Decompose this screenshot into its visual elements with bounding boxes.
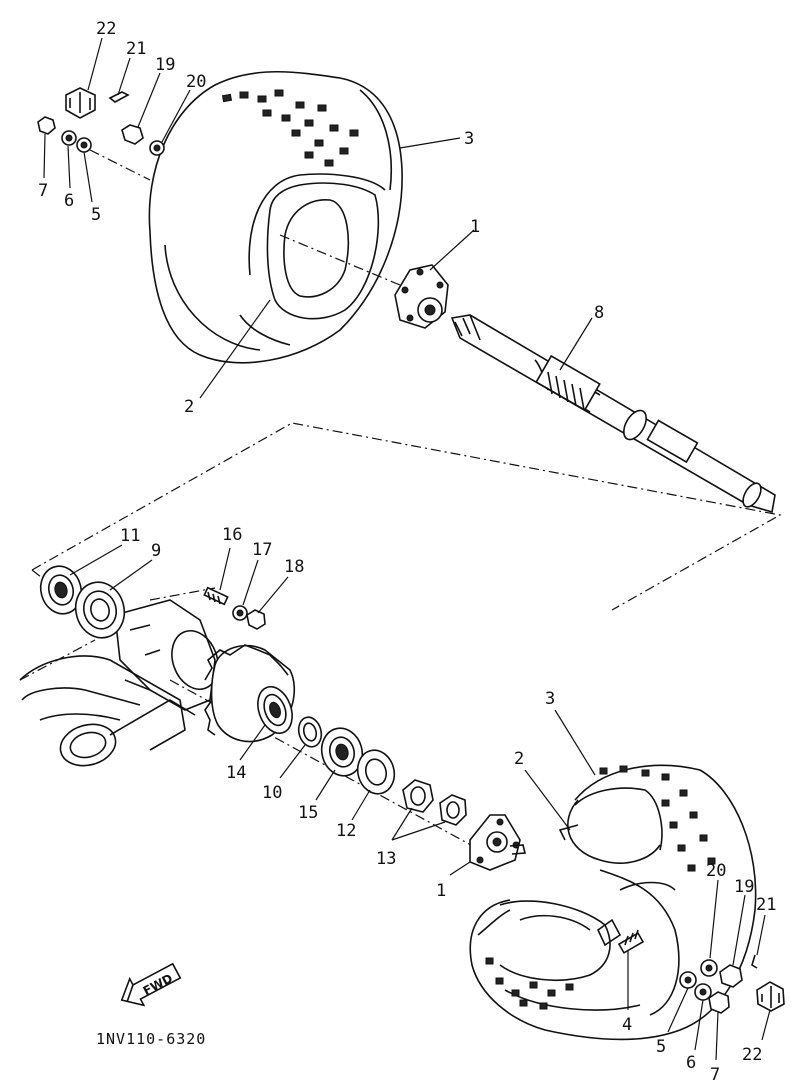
callout-18: 18 <box>284 557 304 577</box>
hub-upper <box>394 264 449 329</box>
callout-15: 15 <box>298 803 318 823</box>
callout-labels: 22 21 19 20 3 7 6 5 1 8 2 11 9 16 17 18 … <box>38 19 776 1085</box>
callout-8: 8 <box>594 303 604 323</box>
hardware-lower <box>679 954 785 1014</box>
callout-6-lower: 6 <box>686 1053 696 1073</box>
callout-22-upper: 22 <box>96 19 116 39</box>
callout-7-lower: 7 <box>710 1065 720 1085</box>
callout-22-lower: 22 <box>742 1045 762 1065</box>
tire-upper <box>148 70 403 364</box>
callout-3-lower: 3 <box>545 689 555 709</box>
callout-16: 16 <box>222 525 242 545</box>
bearing-10 <box>297 716 323 748</box>
callout-19-upper: 19 <box>155 55 175 75</box>
callout-10: 10 <box>262 783 282 803</box>
nut-19-upper <box>121 124 144 145</box>
cotter-pin-lower <box>751 954 758 969</box>
callout-1-lower: 1 <box>436 881 446 901</box>
tire-lower <box>469 764 757 1041</box>
bearing-housing <box>204 644 296 743</box>
callout-20-upper: 20 <box>186 72 206 92</box>
seal-11 <box>39 565 83 615</box>
bearing-15 <box>320 727 364 777</box>
fwd-arrow-icon <box>120 962 182 1007</box>
nut-18 <box>246 609 266 630</box>
callout-11: 11 <box>120 526 140 546</box>
locknut-13 <box>402 779 467 826</box>
callout-21-upper: 21 <box>126 39 146 59</box>
callout-12: 12 <box>336 821 356 841</box>
wheel-bolt-4 <box>617 929 645 954</box>
tread-blocks-lower <box>485 765 716 1010</box>
leader-lines <box>43 37 771 1061</box>
stud-16 <box>203 586 229 606</box>
tread-blocks-upper <box>221 89 359 167</box>
callout-20-lower: 20 <box>706 861 726 881</box>
nut-7-lower <box>708 991 730 1014</box>
callout-1-upper: 1 <box>470 217 480 237</box>
assembly-frame-lines <box>19 149 782 851</box>
seal-12 <box>356 749 396 795</box>
callout-14: 14 <box>226 763 246 783</box>
callout-6-upper: 6 <box>64 191 74 211</box>
diagram-code: 1NV110-6320 <box>96 1030 206 1048</box>
callout-19-lower: 19 <box>734 877 754 897</box>
nut-19-lower <box>719 964 743 988</box>
hardware-upper <box>37 87 165 156</box>
callout-4: 4 <box>622 1015 632 1035</box>
hub-lower <box>469 814 527 871</box>
callout-17: 17 <box>252 540 272 560</box>
callout-13: 13 <box>376 849 396 869</box>
callout-7-upper: 7 <box>38 181 48 201</box>
callout-5-lower: 5 <box>656 1037 666 1057</box>
callout-2-upper: 2 <box>184 397 194 417</box>
callout-2-lower: 2 <box>514 749 524 769</box>
nut-7-upper <box>37 116 56 135</box>
callout-3-upper: 3 <box>464 129 474 149</box>
washer-17-hole <box>236 609 244 617</box>
callout-21-lower: 21 <box>756 895 776 915</box>
axle-shaft <box>450 314 776 514</box>
bearing-9 <box>74 581 126 639</box>
callout-9: 9 <box>151 541 161 561</box>
rear-swingarm <box>19 599 219 767</box>
callout-5-upper: 5 <box>91 205 101 225</box>
